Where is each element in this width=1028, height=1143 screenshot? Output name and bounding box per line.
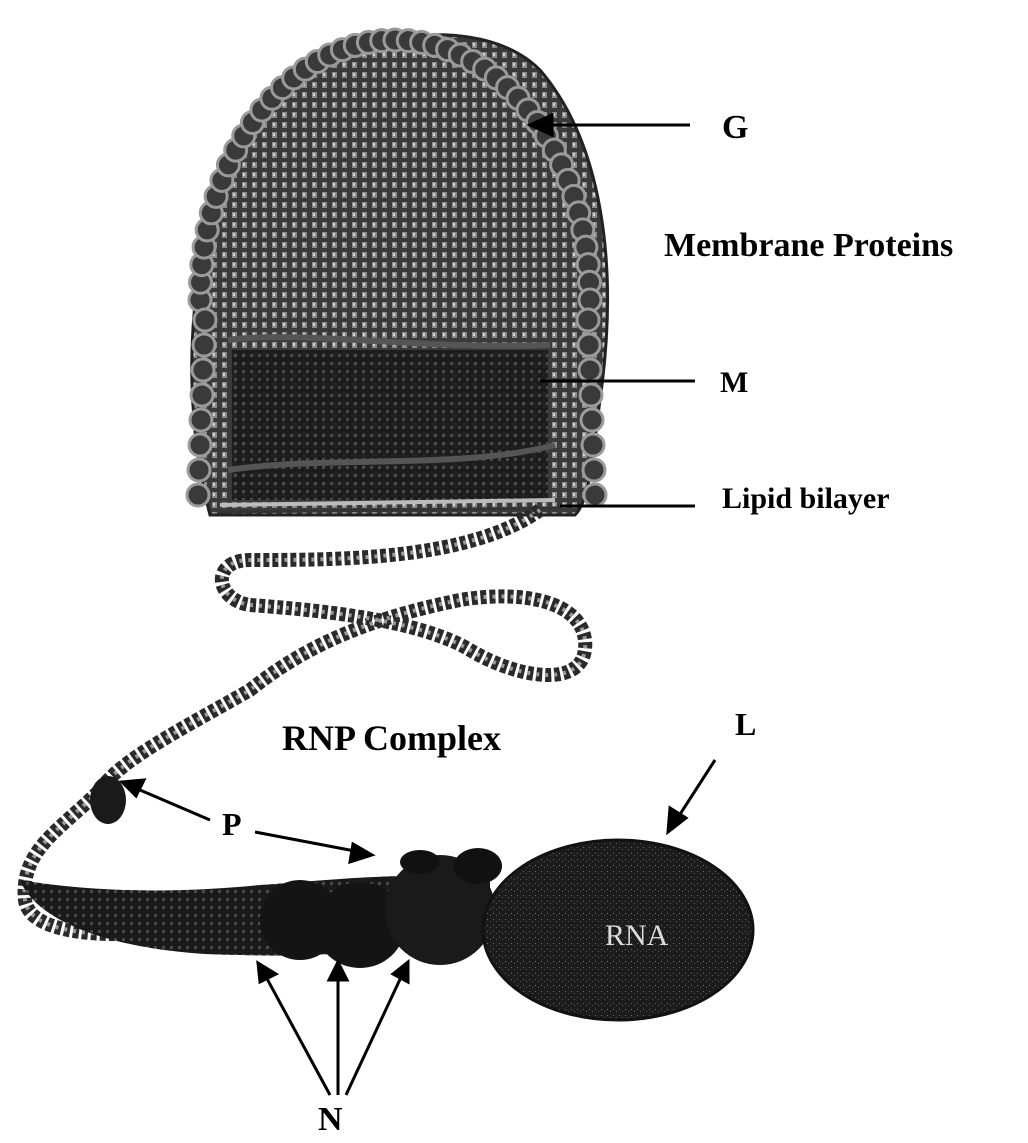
arrow-n-3-head <box>393 962 408 982</box>
g-spike-bead <box>579 359 601 381</box>
g-spike-bead <box>189 434 211 456</box>
label-lipid-bilayer: Lipid bilayer <box>722 482 890 515</box>
arrow-n-3 <box>346 975 402 1095</box>
label-rna: RNA <box>605 919 669 952</box>
label-l: L <box>735 706 756 742</box>
g-spike-bead <box>580 384 602 406</box>
label-p: P <box>222 806 242 842</box>
label-membrane-proteins: Membrane Proteins <box>664 227 953 264</box>
g-spike-bead <box>577 309 599 331</box>
g-spike-bead <box>584 484 606 506</box>
g-spike-bead <box>194 309 216 331</box>
g-spike-bead <box>188 459 210 481</box>
label-m: M <box>720 366 748 399</box>
arrow-l <box>675 760 715 822</box>
g-spike-bead <box>578 334 600 356</box>
arrow-n-1 <box>265 975 330 1095</box>
label-n: N <box>318 1101 343 1138</box>
g-spike-bead <box>583 459 605 481</box>
arrow-p-2-head <box>350 844 372 862</box>
g-spike-bead <box>193 334 215 356</box>
g-spike-bead <box>581 409 603 431</box>
label-rnp-complex: RNP Complex <box>282 718 501 758</box>
label-g: G <box>722 109 748 146</box>
arrow-p-2 <box>255 832 360 852</box>
g-spike-bead <box>582 434 604 456</box>
arrow-p-1 <box>133 787 210 820</box>
g-spike-bead <box>187 484 209 506</box>
arrow-n-1-head <box>258 963 276 982</box>
g-spike-bead <box>192 359 214 381</box>
g-spike-bead <box>190 409 212 431</box>
g-spike-bead <box>191 384 213 406</box>
